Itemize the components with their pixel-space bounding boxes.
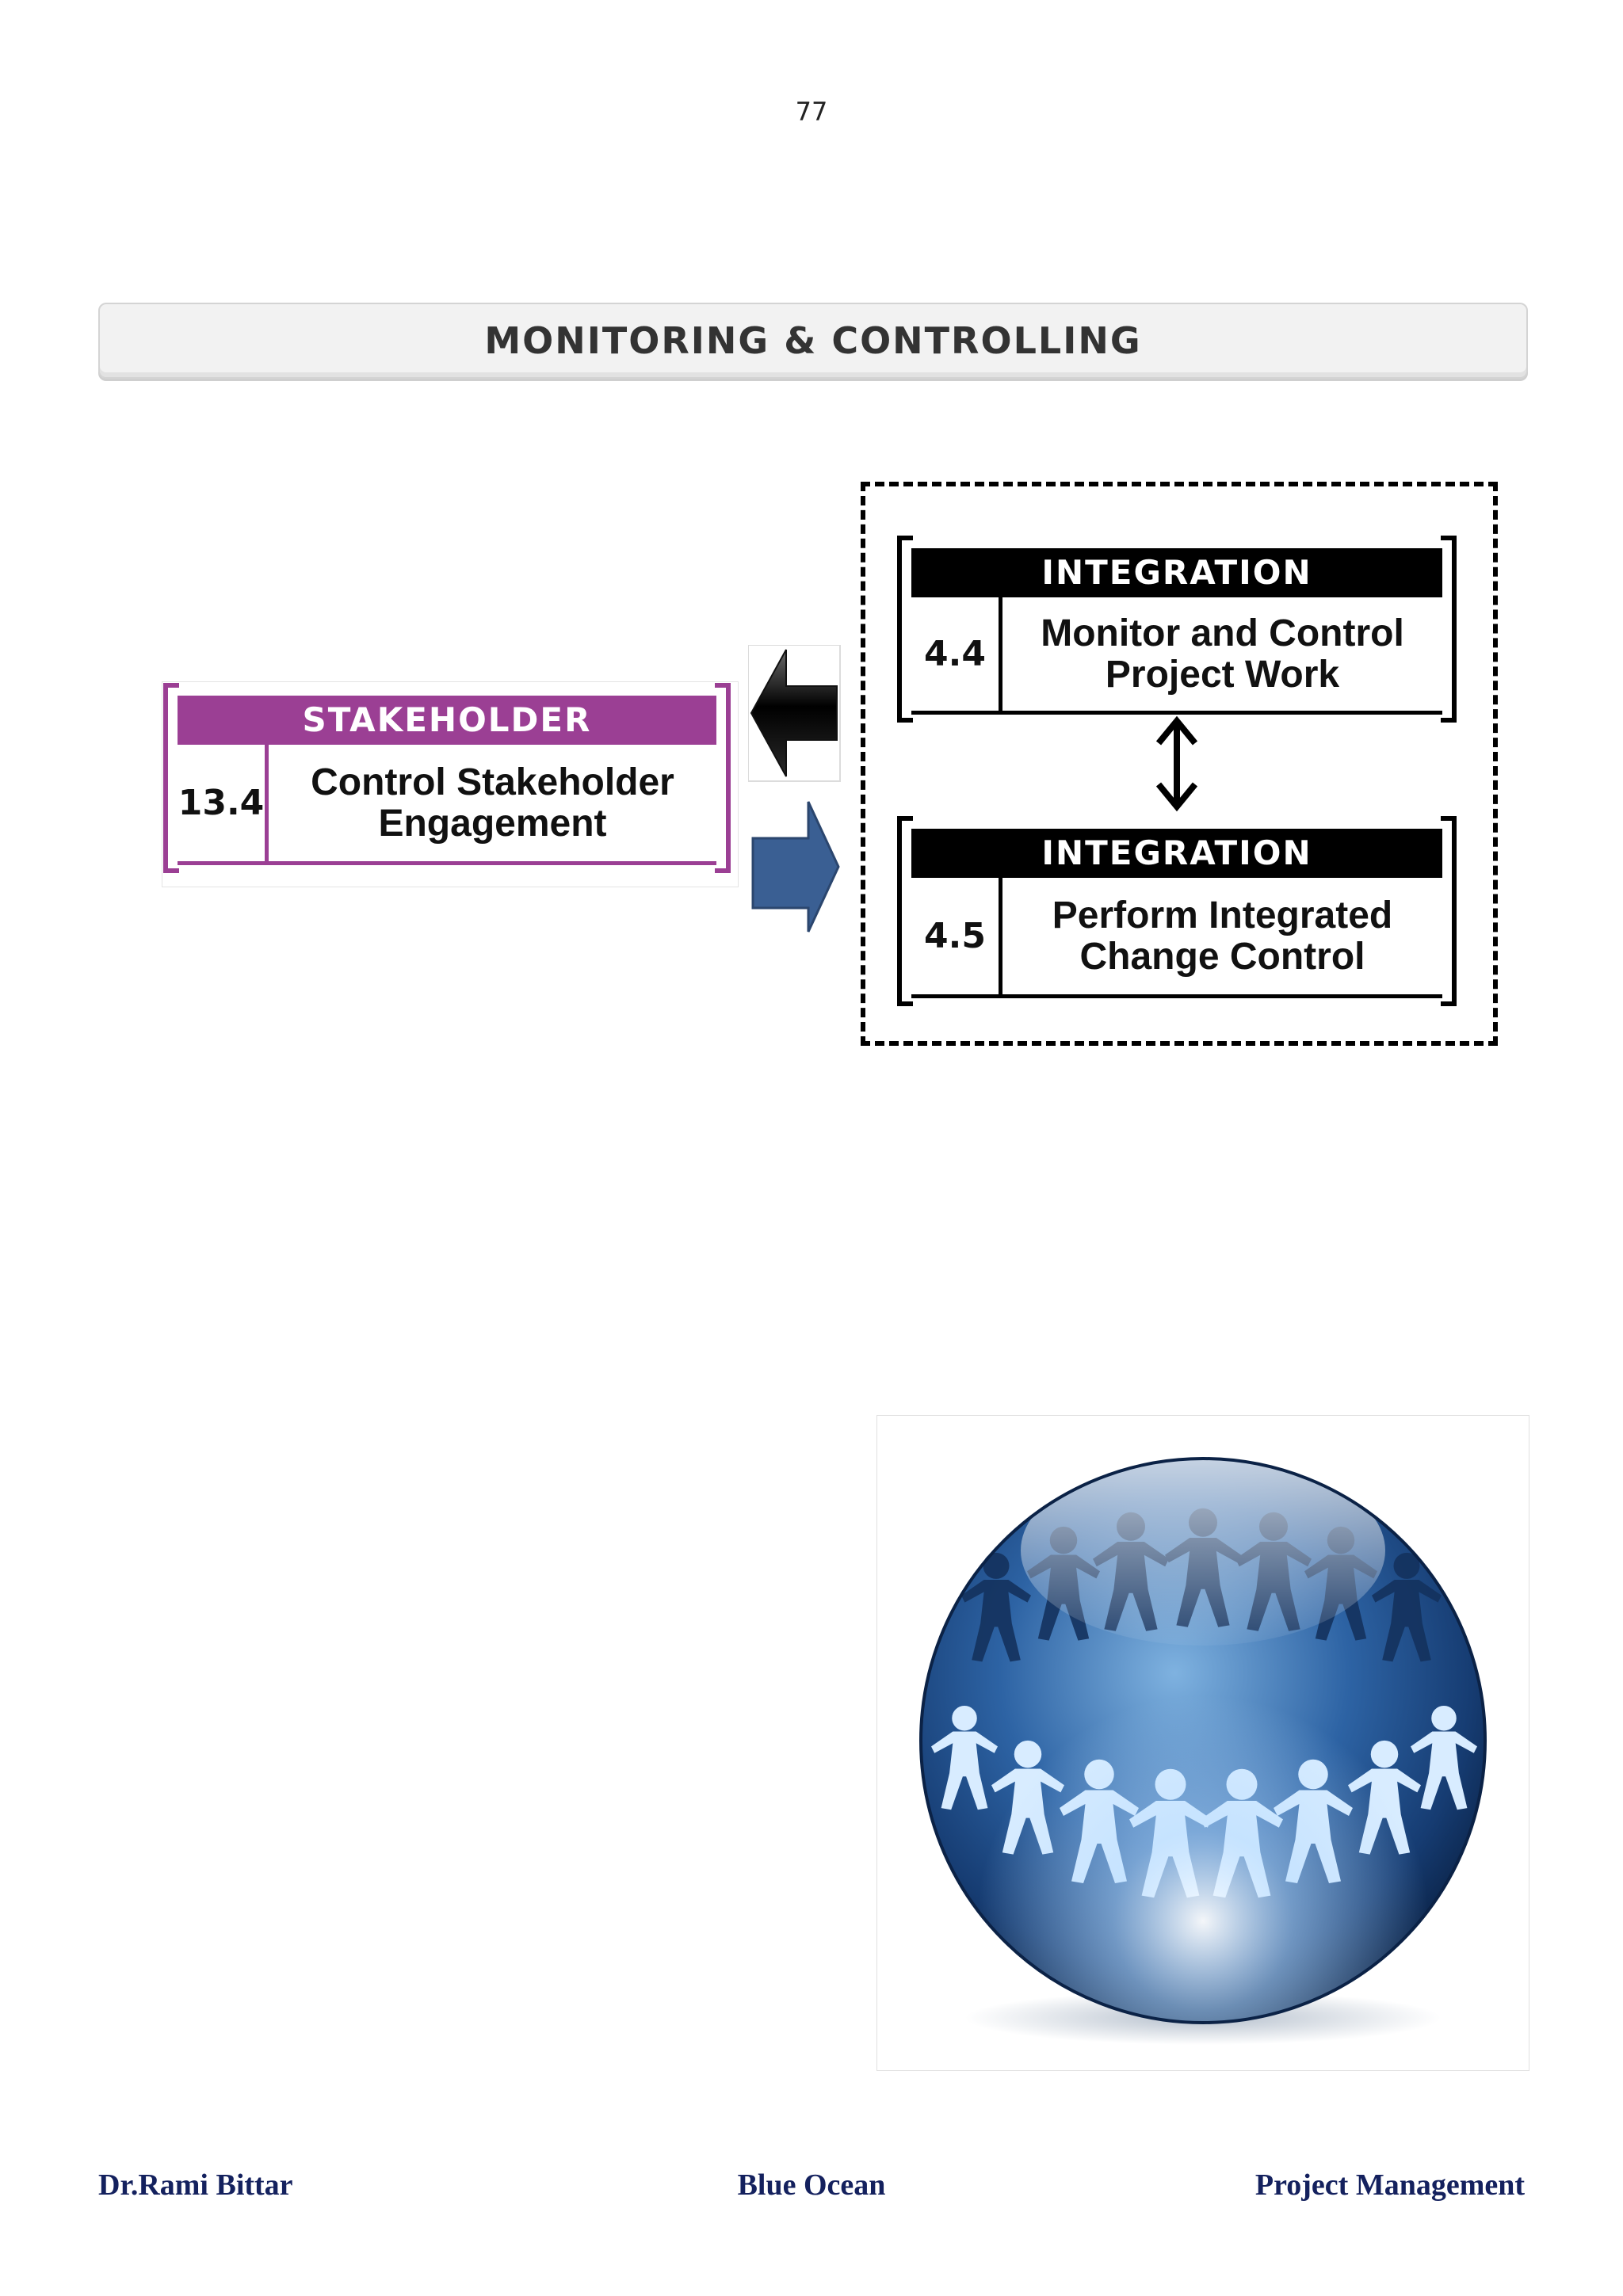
bracket-right xyxy=(1441,816,1457,1006)
stakeholder-process-box: STAKEHOLDER 13.4 Control Stakeholder Eng… xyxy=(163,683,731,873)
section-banner: MONITORING & CONTROLLING xyxy=(98,303,1528,379)
right-arrow-icon xyxy=(751,801,840,933)
integration-process-box-4-4: INTEGRATION 4.4 Monitor and Control Proj… xyxy=(897,536,1457,723)
bracket-right xyxy=(1441,536,1457,723)
integration-process-box-4-5: INTEGRATION 4.5 Perform Integrated Chang… xyxy=(897,816,1457,1006)
process-body: 4.5 Perform Integrated Change Control xyxy=(911,878,1442,998)
process-body: 13.4 Control Stakeholder Engagement xyxy=(178,745,716,865)
bracket-right xyxy=(715,683,731,873)
bracket-left xyxy=(897,536,913,723)
footer-course: Project Management xyxy=(1254,2168,1525,2202)
globe-image-frame xyxy=(876,1415,1529,2071)
footer-author: Dr.Rami Bittar xyxy=(98,2168,293,2202)
people-globe-icon xyxy=(919,1455,1487,2045)
process-group-header: INTEGRATION xyxy=(911,548,1442,597)
footer-center: Blue Ocean xyxy=(737,2168,886,2202)
process-body: 4.4 Monitor and Control Project Work xyxy=(911,597,1442,715)
section-title: MONITORING & CONTROLLING xyxy=(484,319,1142,362)
process-name: Perform Integrated Change Control xyxy=(1052,894,1393,978)
page-number: 77 xyxy=(795,97,828,127)
process-number: 4.5 xyxy=(911,878,1002,994)
process-name: Monitor and Control Project Work xyxy=(1041,612,1404,696)
bracket-left xyxy=(897,816,913,1006)
process-number: 4.4 xyxy=(911,597,1002,711)
left-arrow-icon xyxy=(748,645,841,782)
process-group-header: STAKEHOLDER xyxy=(178,696,716,745)
bracket-left xyxy=(163,683,179,873)
vertical-double-arrow-icon xyxy=(1155,715,1198,812)
process-group-header: INTEGRATION xyxy=(911,829,1442,878)
process-number: 13.4 xyxy=(178,745,269,861)
process-name: Control Stakeholder Engagement xyxy=(311,761,674,845)
